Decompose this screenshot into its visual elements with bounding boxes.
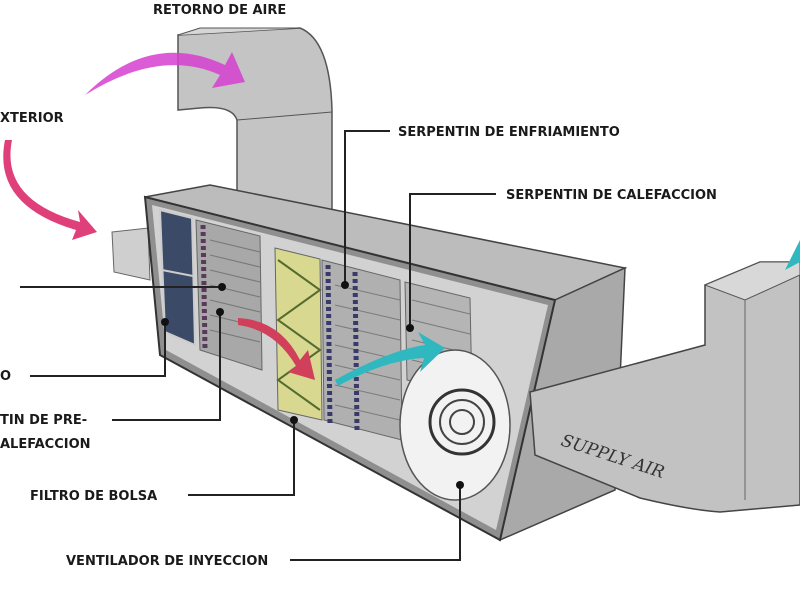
supply-fan bbox=[399, 349, 511, 501]
label-outside-air: XTERIOR bbox=[0, 111, 64, 126]
bag-filter bbox=[274, 247, 323, 421]
preheat-coil bbox=[195, 219, 263, 371]
label-heating-coil: SERPENTIN DE CALEFACCION bbox=[506, 188, 717, 203]
label-return-air: RETORNO DE AIRE bbox=[153, 3, 286, 18]
label-supply-fan: VENTILADOR DE INYECCION bbox=[66, 554, 268, 569]
label-preheat-coil-1: TIN DE PRE- bbox=[0, 413, 87, 428]
return-air-duct bbox=[177, 27, 333, 229]
label-preheat-coil-2: ALEFACCION bbox=[0, 437, 91, 452]
label-bag-filter: FILTRO DE BOLSA bbox=[30, 489, 157, 504]
inner-air-arrow bbox=[238, 318, 315, 380]
supply-out-arrow bbox=[785, 240, 800, 270]
label-cooling-coil: SERPENTIN DE ENFRIAMIENTO bbox=[398, 125, 620, 140]
return-air-arrow bbox=[85, 52, 245, 95]
filter-panel bbox=[158, 208, 197, 347]
cooling-coil bbox=[321, 259, 403, 441]
outside-air-inlet bbox=[111, 227, 151, 281]
supply-air-arrow bbox=[335, 332, 445, 386]
outside-air-arrow bbox=[3, 140, 97, 240]
leader-lines bbox=[20, 130, 496, 561]
label-filter: O bbox=[0, 369, 11, 384]
supply-air-duct: SUPPLY AIR bbox=[529, 261, 800, 513]
